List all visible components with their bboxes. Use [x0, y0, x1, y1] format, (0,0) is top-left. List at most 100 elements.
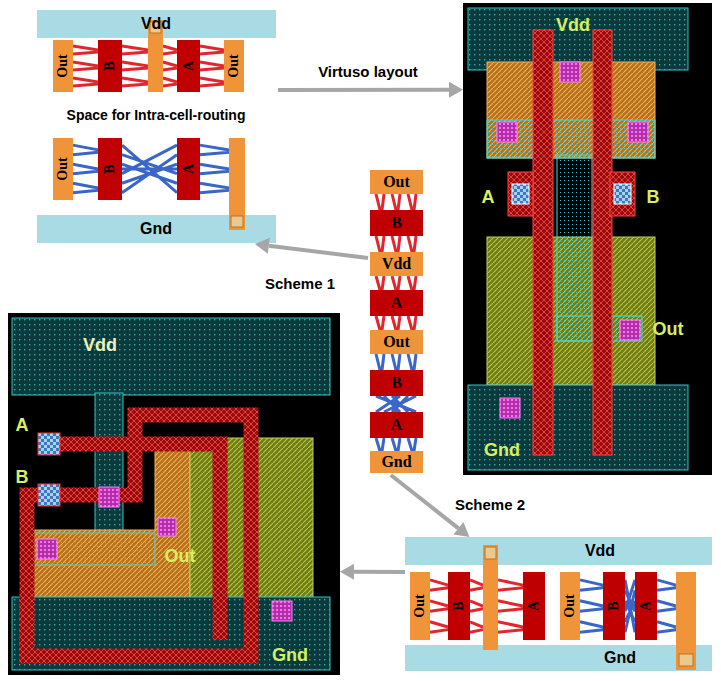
stick-stack — [376, 236, 416, 252]
layout-pin-label: Out — [653, 319, 684, 340]
arrow-head — [255, 238, 270, 254]
terminal-label: Out — [562, 594, 578, 617]
arrow-shaft — [354, 570, 405, 574]
terminal-label: B — [391, 214, 402, 232]
stick-diagram-top — [35, 8, 278, 244]
stick-stack — [376, 276, 416, 290]
virtuoso-layout-top — [560, 62, 580, 82]
stick-diagram-top — [98, 138, 122, 200]
virtuoso-layout-top — [487, 62, 655, 158]
terminal-label: Gnd — [604, 649, 636, 667]
layout-pin-label: A — [482, 187, 495, 208]
virtuoso-layout-bottom — [8, 313, 340, 675]
stick-stack — [370, 290, 423, 316]
virtuoso-layout-top — [468, 8, 688, 70]
stick-diagram-bottom — [405, 645, 712, 671]
terminal-label: Out — [226, 54, 242, 77]
stick-diagram-bottom — [485, 547, 496, 559]
terminal-label: Vdd — [585, 542, 615, 560]
terminal-label: A — [526, 601, 542, 611]
stick-stack — [376, 396, 416, 412]
stick-diagram: VddOutBAOutSpace for Intra-cell-routingO… — [35, 8, 278, 244]
pmos-fingers — [163, 46, 177, 86]
terminal-label: Out — [412, 594, 428, 617]
terminal-label: B — [102, 61, 118, 70]
stick-diagram-bottom — [580, 580, 603, 632]
stick-stack — [368, 168, 425, 475]
stick-stack — [370, 412, 423, 438]
stick-diagram-bottom — [430, 580, 523, 632]
stick-stack — [370, 370, 423, 396]
stick-stack — [370, 170, 423, 194]
stick-stack — [376, 194, 416, 210]
stick-stack — [376, 438, 416, 451]
stick-stack — [370, 330, 423, 354]
nmos-fingers — [122, 145, 177, 193]
virtuoso-layout-top — [497, 122, 517, 142]
flow-arrow — [255, 238, 368, 258]
stick-diagram-bottom — [676, 572, 696, 670]
pmos-fingers — [200, 46, 224, 86]
stick-stack — [376, 316, 416, 330]
virtuoso-layout-top — [557, 155, 592, 341]
stick-stack — [370, 252, 423, 276]
stick-diagram-top — [177, 40, 200, 92]
stick-diagram-bottom — [410, 572, 430, 640]
virtuoso-layout-top — [593, 30, 612, 455]
layout-pin-label: Out — [165, 546, 196, 567]
virtuoso-layout-bottom — [272, 601, 292, 621]
virtuoso-layout-top — [533, 30, 553, 455]
virtuoso-layout-top — [500, 398, 520, 418]
stick-diagram-bottom — [580, 580, 676, 632]
virtuoso-layout-bottom — [30, 438, 190, 600]
pmos-fingers — [73, 46, 98, 86]
terminal-label: B — [102, 164, 118, 173]
arrow-head — [340, 564, 354, 580]
stick-diagram-bottom — [470, 580, 483, 632]
arrow-head — [449, 82, 463, 98]
layout-panel: VddABOutGnd — [8, 313, 340, 675]
stick-stack — [370, 451, 423, 473]
layout-panel: VddABOutGnd — [463, 3, 712, 475]
layout-pin-label: Gnd — [484, 440, 520, 461]
routing-note: Space for Intra-cell-routing — [67, 107, 246, 123]
virtuoso-layout-top — [463, 3, 712, 475]
virtuoso-layout-bottom — [30, 533, 155, 565]
virtuoso-layout-top — [463, 3, 712, 475]
virtuoso-layout-bottom — [99, 487, 119, 507]
terminal-label: A — [181, 61, 197, 71]
terminal-label: B — [451, 601, 467, 610]
layout-pin-label: Vdd — [83, 335, 117, 356]
virtuoso-layout-top — [487, 120, 655, 158]
virtuoso-layout-top — [512, 184, 529, 204]
stick-diagram-bottom — [430, 580, 448, 632]
stick-diagram-bottom — [405, 537, 712, 673]
arrow-label: Virtuso layout — [316, 64, 420, 81]
virtuoso-layout-top — [468, 385, 688, 470]
terminal-label: A — [638, 601, 654, 611]
stick-stack — [368, 168, 425, 475]
flow-arrow — [278, 82, 463, 98]
nmos-fingers — [200, 145, 229, 193]
terminal-label: Gnd — [381, 453, 411, 471]
virtuoso-layout-bottom — [12, 318, 330, 395]
terminal-label: Out — [55, 157, 71, 180]
terminal-label: B — [391, 374, 402, 392]
virtuoso-layout-bottom — [95, 393, 123, 540]
layout-pin-label: Gnd — [272, 645, 308, 666]
stick-diagram-top — [224, 40, 244, 92]
virtuoso-layout-bottom — [8, 313, 340, 675]
virtuoso-layout-top — [614, 184, 631, 204]
stick-diagram-top — [53, 40, 73, 92]
arrow-label: Scheme 1 — [263, 276, 337, 293]
stick-stack: OutBVddAOutBAGnd — [368, 168, 425, 475]
virtuoso-layout-top — [628, 122, 648, 142]
stick-stack — [370, 210, 423, 236]
stick-diagram-bottom — [635, 572, 657, 640]
stick-diagram-bottom — [448, 572, 470, 640]
pmos-fingers — [122, 46, 148, 86]
stick-diagram-top — [53, 138, 73, 200]
layout-pin-label: A — [16, 415, 29, 436]
stick-diagram-bottom — [498, 580, 523, 632]
